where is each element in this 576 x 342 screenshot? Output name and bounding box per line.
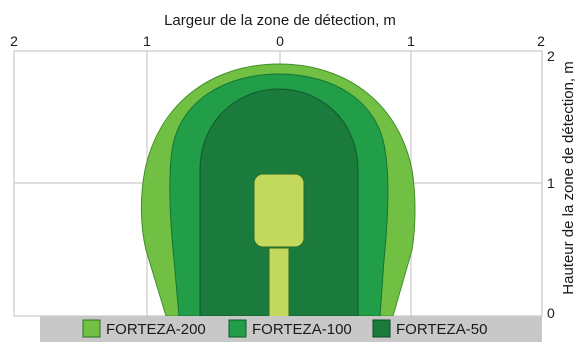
y-tick-label: 1 [547,175,555,191]
floor-strip [40,316,542,342]
legend-label-forteza-200: FORTEZA-200 [106,321,206,338]
x-axis-title: Largeur de la zone de détection, m [164,12,396,29]
x-tick-label: 0 [276,33,284,49]
legend-label-forteza-50: FORTEZA-50 [396,321,487,338]
x-tick-label: 1 [407,33,415,49]
legend-swatch-forteza-50 [372,319,391,338]
y-axis-title: Hauteur de la zone de détection, m [560,61,576,294]
x-tick-label: 2 [537,33,545,49]
x-tick-label: 2 [10,33,18,49]
sensor [253,173,305,319]
legend-swatch-forteza-200 [82,319,101,338]
sensor-head [253,173,305,248]
legend: FORTEZA-200 FORTEZA-100 FORTEZA-50 [82,319,487,338]
legend-swatch-forteza-100 [228,319,247,338]
sensor-pole [268,247,290,319]
y-tick-label: 0 [547,305,555,321]
legend-label-forteza-100: FORTEZA-100 [252,321,352,338]
y-tick-label: 2 [547,48,555,64]
x-tick-label: 1 [143,33,151,49]
